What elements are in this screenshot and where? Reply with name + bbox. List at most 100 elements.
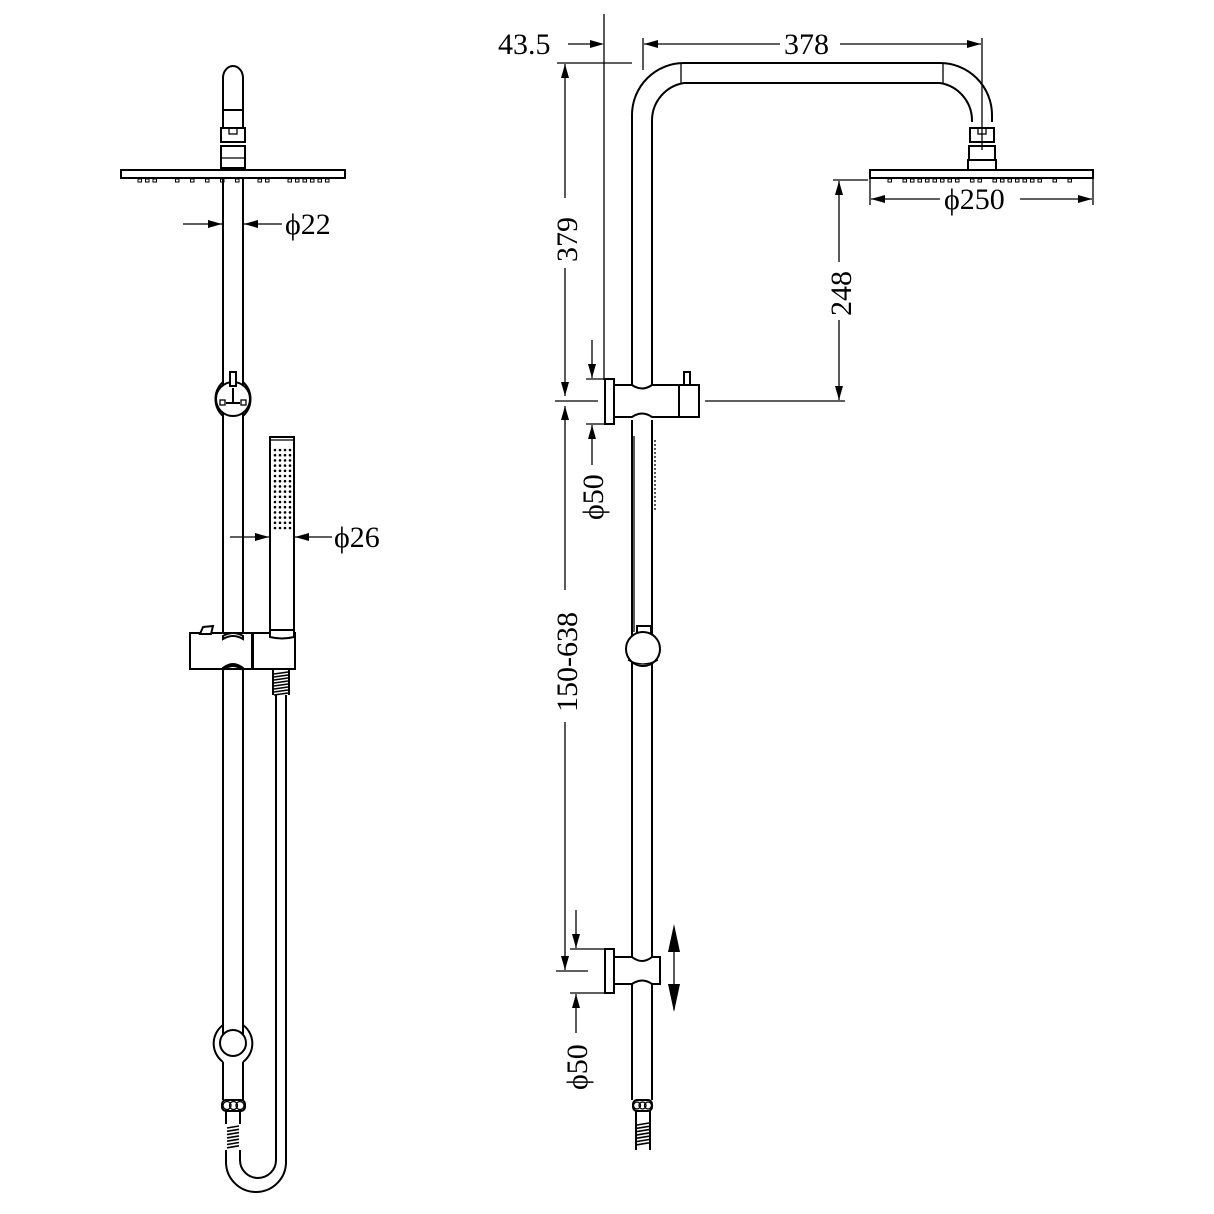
nozzle [138,179,142,182]
side-view: 43.5 378 379 ϕ250 [498,14,1093,1150]
nozzle [1001,179,1005,182]
spray-hole [289,516,292,519]
hose-rib [637,1143,649,1145]
nozzle [903,179,907,182]
hose-rib [637,1130,649,1132]
nozzle [1068,179,1072,182]
spray-hole [279,496,282,499]
spray-hole [279,470,282,473]
spray-hole [279,490,282,493]
hose-front [273,669,289,1160]
shower-head-front [121,170,345,182]
spray-hole [284,506,287,509]
hand-shower-front [270,437,294,630]
hose-rib [274,693,288,695]
spray-hole [284,464,287,467]
spray-hole [289,464,292,467]
shower-arm-stub [221,66,245,168]
rail-front [223,178,243,1035]
nozzle [191,179,195,182]
nozzle [266,179,270,182]
hose-rib [637,1126,649,1128]
dim-text-rail-diameter: ϕ22 [285,208,331,241]
shower-head-nozzles [888,179,1072,182]
hose-rib [274,684,288,686]
spray-hole [289,475,292,478]
spray-hole [289,459,292,462]
nozzle [888,179,892,182]
nozzle [236,179,240,182]
nozzle [978,179,982,182]
spray-hole [279,480,282,483]
nozzle [993,179,997,182]
front-view: ϕ22 ϕ26 [121,66,380,1192]
spray-hole [274,527,277,530]
spray-hole [274,511,277,514]
hose-rib [274,672,288,674]
spray-hole [274,470,277,473]
nozzle [326,179,330,182]
nozzle [1031,179,1035,182]
spray-hole [289,490,292,493]
dim-wall-offset: 43.5 [498,14,604,380]
spray-hole [289,501,292,504]
dim-text-handshower-diameter: ϕ26 [334,521,380,554]
spray-hole [274,480,277,483]
nozzle [318,179,322,182]
spray-hole [279,527,282,530]
dim-top-bracket-diameter: ϕ50 [555,340,610,520]
hose-rib [227,1139,239,1141]
nozzle [206,179,210,182]
slider-holder-front [190,626,295,670]
spray-hole [279,475,282,478]
hose-rib [274,687,288,689]
hose-ribs [227,1126,239,1148]
nozzle [1016,179,1020,182]
spray-hole [274,501,277,504]
hose-ribs [637,1123,649,1145]
dim-text-top-bracket-diameter: ϕ50 [577,474,610,520]
spray-hole [279,522,282,525]
spray-hole [284,522,287,525]
spray-hole [279,501,282,504]
nozzle [303,179,307,182]
dim-text-wall-offset: 43.5 [498,28,551,61]
bottom-bracket-side [605,924,680,1012]
spray-hole [284,527,287,530]
nozzle [296,179,300,182]
shower-head-side [870,170,1093,182]
hose-rib [227,1133,239,1135]
spray-hole [274,496,277,499]
spray-hole [274,522,277,525]
spray-hole [289,449,292,452]
nozzle [948,179,952,182]
hose-rib [274,678,288,680]
shower-head-nozzles [138,179,329,182]
spray-hole [274,454,277,457]
spray-hole [284,475,287,478]
nozzle [176,179,180,182]
nozzle [1038,179,1042,182]
spray-hole [274,449,277,452]
nozzle [1023,179,1027,182]
slide-arrow-icon [668,924,680,1012]
hose-rib [637,1140,649,1142]
dim-arm-projection: 378 [643,28,982,110]
hose-rib [227,1136,239,1138]
spray-hole [284,480,287,483]
spray-hole [279,506,282,509]
dim-handshower-diameter: ϕ26 [230,521,380,554]
hose-rib [227,1146,239,1148]
dim-text-head-to-bracket: 248 [825,271,858,316]
hose-connector-side [633,1100,652,1150]
nozzle [258,179,262,182]
dim-rail-diameter: ϕ22 [183,208,331,241]
spray-hole [279,459,282,462]
spray-hole [279,464,282,467]
nozzle [933,179,937,182]
hose-rib [227,1126,239,1128]
hose-rib [637,1133,649,1135]
nozzle [288,179,292,182]
spray-hole [289,511,292,514]
